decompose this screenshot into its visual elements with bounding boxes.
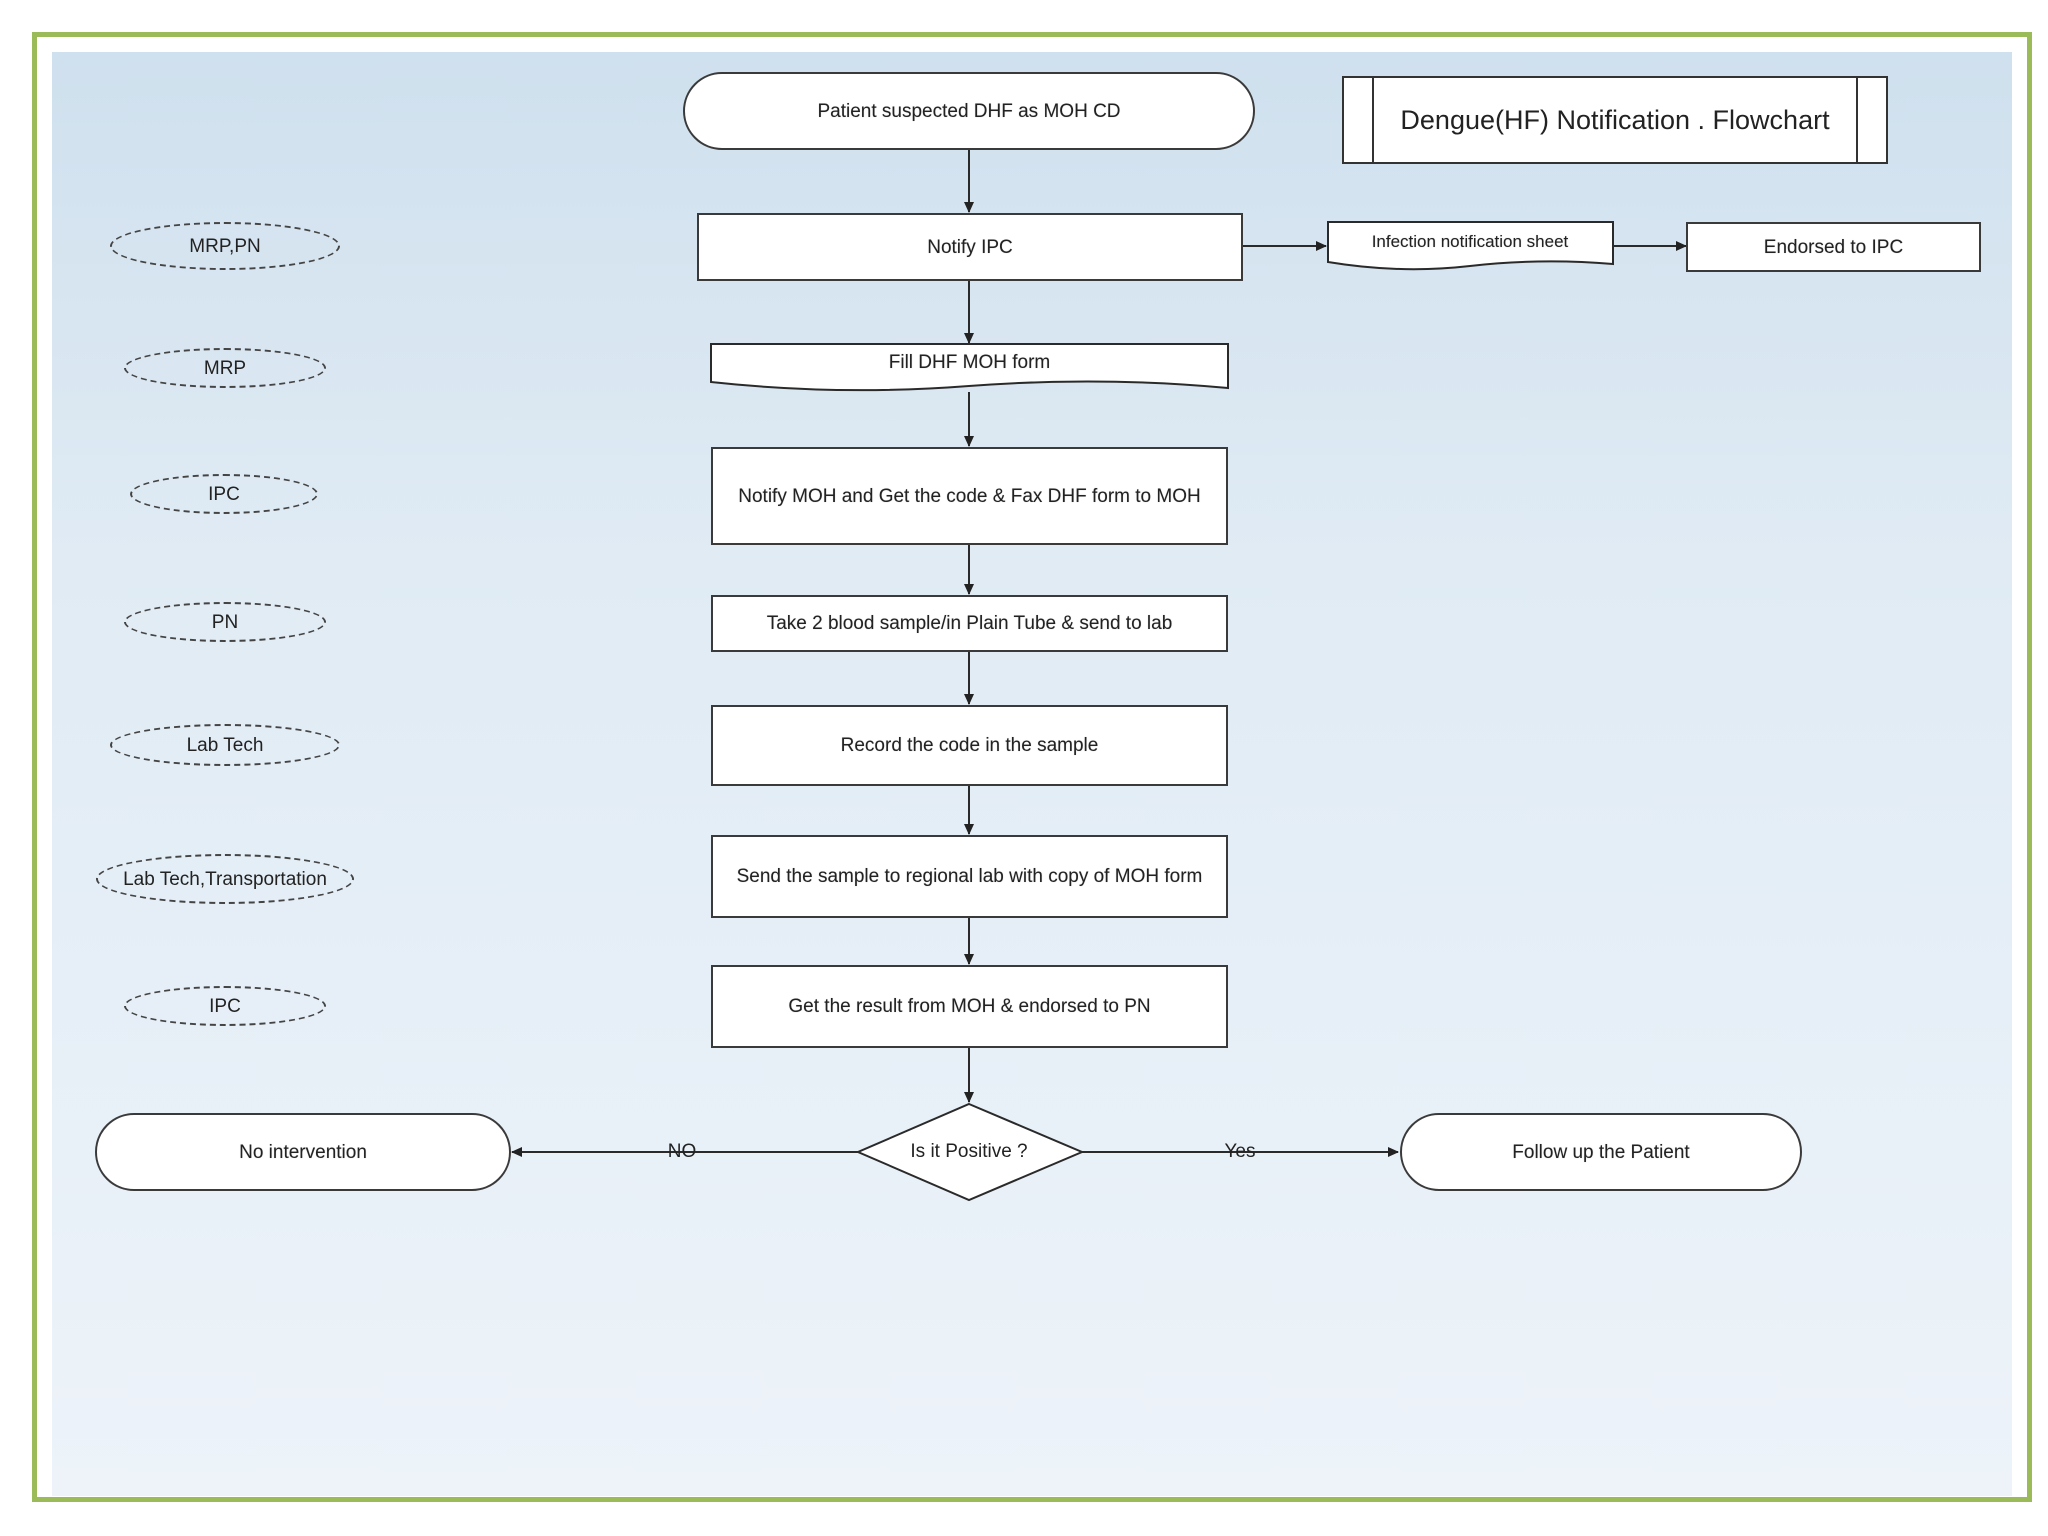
follow-up-node: Follow up the Patient: [1400, 1113, 1802, 1191]
notify-moh-node: Notify MOH and Get the code & Fax DHF fo…: [711, 447, 1228, 545]
diagram-title: Dengue(HF) Notification . Flowchart: [1342, 76, 1888, 164]
edge-label-no: NO: [667, 1141, 697, 1162]
role-tag-1: MRP,PN: [110, 222, 340, 270]
edge-label-yes: Yes: [1224, 1141, 1256, 1162]
decision-diamond: [855, 1102, 1085, 1202]
role-tag-6: Lab Tech,Transportation: [96, 854, 354, 904]
start-node: Patient suspected DHF as MOH CD: [683, 72, 1255, 150]
role-tag-2: MRP: [124, 348, 326, 388]
blood-sample-node: Take 2 blood sample/in Plain Tube & send…: [711, 595, 1228, 652]
role-tag-7: IPC: [124, 986, 326, 1026]
role-tag-5: Lab Tech: [110, 724, 340, 766]
role-tag-4: PN: [124, 602, 326, 642]
fill-form-node: Fill DHF MOH form: [888, 351, 1051, 373]
decision-label: Is it Positive ?: [910, 1141, 1028, 1162]
no-intervention-node: No intervention: [95, 1113, 511, 1191]
record-code-node: Record the code in the sample: [711, 705, 1228, 786]
fill-form-shape: [710, 343, 1229, 392]
get-result-node: Get the result from MOH & endorsed to PN: [711, 965, 1228, 1048]
endorsed-ipc-node: Endorsed to IPC: [1686, 222, 1981, 272]
infection-sheet-node: Infection notification sheet: [1371, 231, 1569, 251]
send-sample-node: Send the sample to regional lab with cop…: [711, 835, 1228, 918]
role-tag-3: IPC: [130, 474, 318, 514]
infection-sheet-shape: [1327, 221, 1614, 271]
notify-ipc-node: Notify IPC: [697, 213, 1243, 281]
